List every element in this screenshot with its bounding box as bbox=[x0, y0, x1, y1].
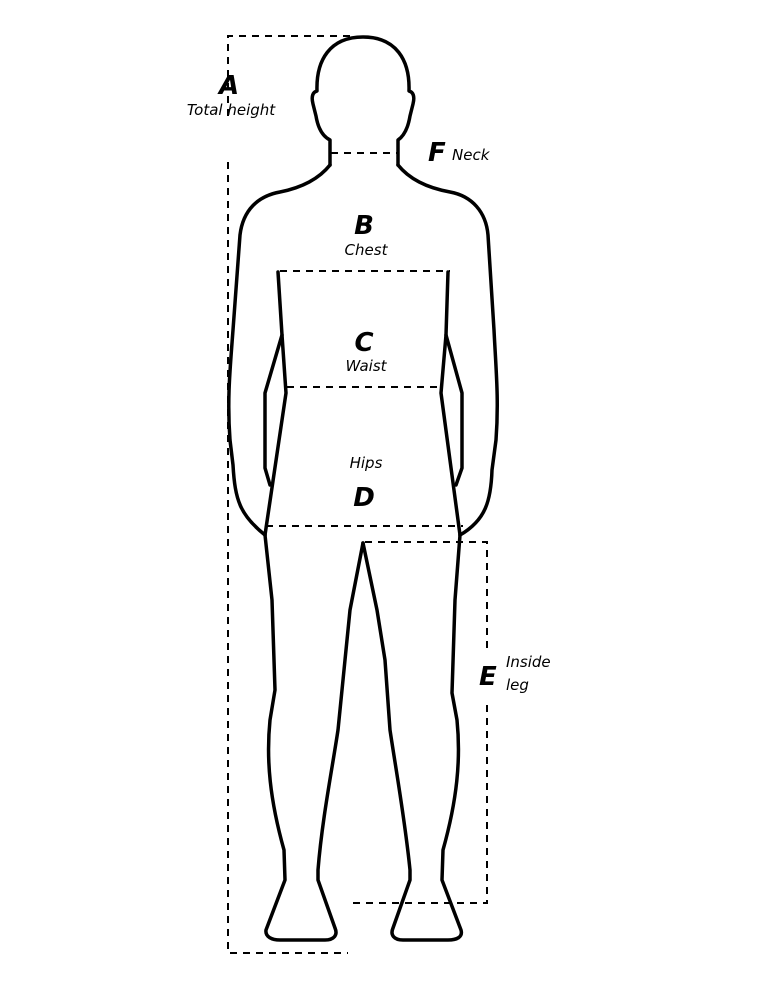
measurement-letter-c: C bbox=[354, 328, 374, 358]
right-leg-outline bbox=[361, 533, 464, 942]
total-height-line bbox=[227, 35, 350, 954]
measurement-label-hips: Hips bbox=[349, 454, 383, 472]
left-torso-outline bbox=[263, 270, 288, 537]
measurement-letter-b: B bbox=[354, 211, 374, 241]
measurement-label-inside-leg-line1: Inside bbox=[506, 653, 551, 671]
measurement-label-total-height: Total height bbox=[186, 101, 276, 119]
measurement-lines bbox=[227, 35, 488, 954]
measurement-label-chest: Chest bbox=[344, 241, 388, 259]
measurement-letter-d: D bbox=[353, 483, 375, 513]
inside-leg-line bbox=[353, 541, 488, 904]
body-outline bbox=[227, 35, 500, 942]
left-leg-outline bbox=[263, 533, 365, 942]
right-torso-outline bbox=[439, 270, 462, 537]
measurement-letter-a: A bbox=[218, 71, 240, 101]
left-inner-arm bbox=[263, 333, 284, 487]
right-arm-outline bbox=[396, 163, 500, 537]
measurement-label-waist: Waist bbox=[345, 357, 387, 375]
measurement-label-neck: Neck bbox=[452, 146, 490, 164]
head-outline bbox=[310, 35, 416, 167]
right-inner-arm bbox=[444, 333, 464, 487]
measurement-letter-e: E bbox=[479, 662, 497, 692]
left-arm-outline bbox=[227, 163, 332, 537]
measurement-label-inside-leg-line2: leg bbox=[506, 676, 529, 694]
measurement-letter-f: F bbox=[428, 138, 446, 168]
